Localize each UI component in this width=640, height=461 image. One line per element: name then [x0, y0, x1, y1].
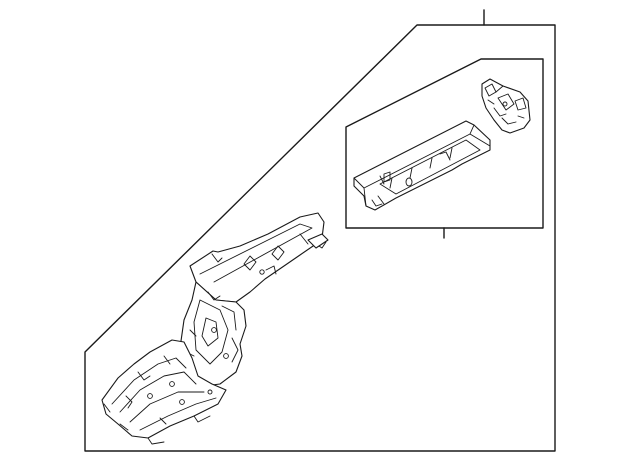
bracket [481, 78, 531, 134]
rail-assembly [101, 212, 329, 445]
rail-extension [353, 120, 491, 211]
subassembly-frame [345, 58, 544, 239]
assembly-frame [84, 9, 556, 452]
